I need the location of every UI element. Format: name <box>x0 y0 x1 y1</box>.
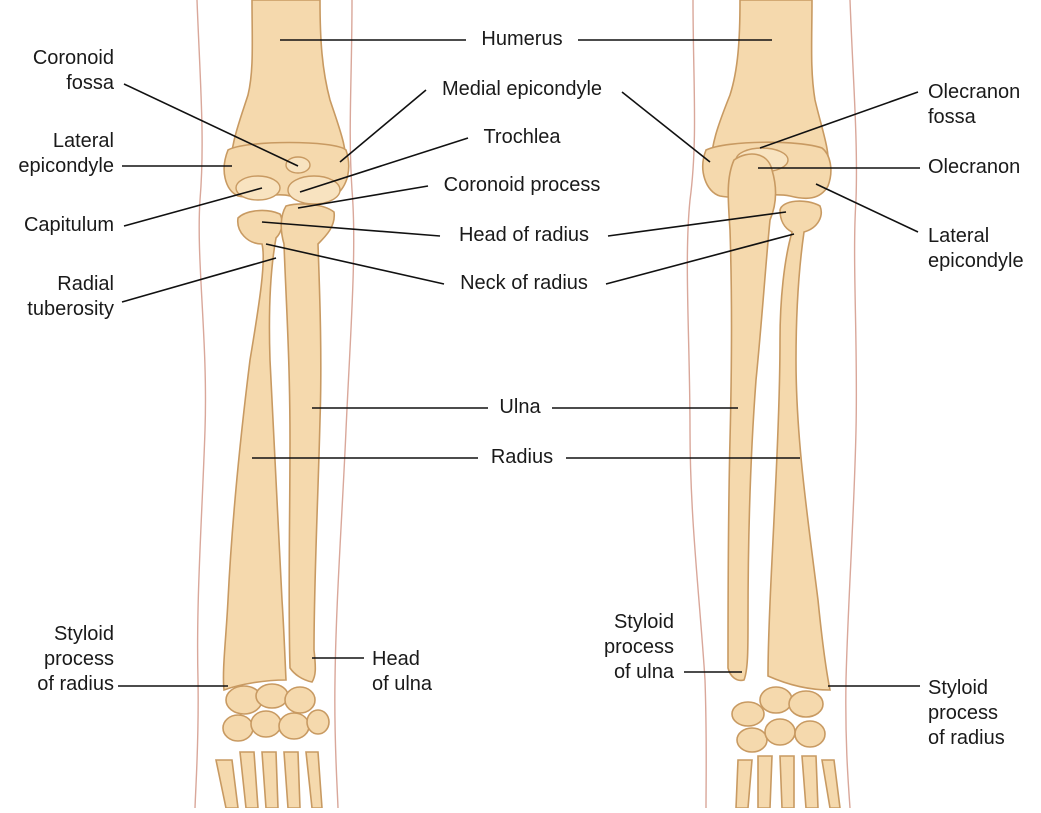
label-styloid-process-radius-left: Styloid process of radius <box>0 622 114 697</box>
label-text: Neck of radius <box>460 272 588 294</box>
label-text: Head of radius <box>459 224 589 246</box>
label-coronoid-fossa: Coronoid fossa <box>0 46 114 96</box>
label-lateral-epicondyle-left: Lateral epicondyle <box>0 129 114 179</box>
radius-left <box>223 211 286 690</box>
label-radial-tuberosity: Radial tuberosity <box>0 272 114 322</box>
label-text: Styloid process of radius <box>928 677 1005 749</box>
skin-outline-posterior-outer <box>687 0 706 808</box>
label-text: Lateral epicondyle <box>928 225 1024 272</box>
label-text: Capitulum <box>24 214 114 236</box>
radius-right <box>768 201 830 690</box>
label-ulna: Ulna <box>499 395 540 420</box>
label-lateral-epicondyle-right: Lateral epicondyle <box>928 224 1024 274</box>
label-text: Styloid process of ulna <box>604 611 674 683</box>
label-text: Trochlea <box>483 126 560 148</box>
label-medial-epicondyle: Medial epicondyle <box>442 77 602 102</box>
label-capitulum: Capitulum <box>0 213 114 238</box>
label-trochlea: Trochlea <box>483 125 560 150</box>
label-text: Radius <box>491 446 553 468</box>
label-text: Head of ulna <box>372 648 432 695</box>
label-text: Styloid process of radius <box>37 623 114 695</box>
label-text: Humerus <box>481 28 562 50</box>
label-coronoid-process: Coronoid process <box>444 173 601 198</box>
label-head-of-radius: Head of radius <box>459 223 589 248</box>
label-text: Olecranon <box>928 156 1020 178</box>
capitulum-shape <box>236 176 280 200</box>
ulna-left <box>281 204 334 682</box>
label-humerus: Humerus <box>481 27 562 52</box>
label-text: Ulna <box>499 396 540 418</box>
carpals-right <box>732 687 840 808</box>
label-head-of-ulna: Head of ulna <box>372 647 432 697</box>
label-text: Olecranon fossa <box>928 81 1020 128</box>
coronoid-fossa-shape <box>286 157 310 173</box>
label-olecranon: Olecranon <box>928 155 1020 180</box>
label-neck-of-radius: Neck of radius <box>460 271 588 296</box>
label-olecranon-fossa: Olecranon fossa <box>928 80 1020 130</box>
label-text: Medial epicondyle <box>442 78 602 100</box>
label-styloid-process-ulna: Styloid process of ulna <box>560 610 674 685</box>
trochlea-shape <box>288 176 340 204</box>
carpals-left <box>216 684 329 808</box>
label-styloid-process-radius-right: Styloid process of radius <box>928 676 1005 751</box>
label-text: Coronoid fossa <box>33 47 114 94</box>
label-radius: Radius <box>491 445 553 470</box>
label-text: Lateral epicondyle <box>18 130 114 177</box>
label-text: Radial tuberosity <box>27 273 114 320</box>
ulna-right <box>728 154 776 680</box>
label-text: Coronoid process <box>444 174 601 196</box>
